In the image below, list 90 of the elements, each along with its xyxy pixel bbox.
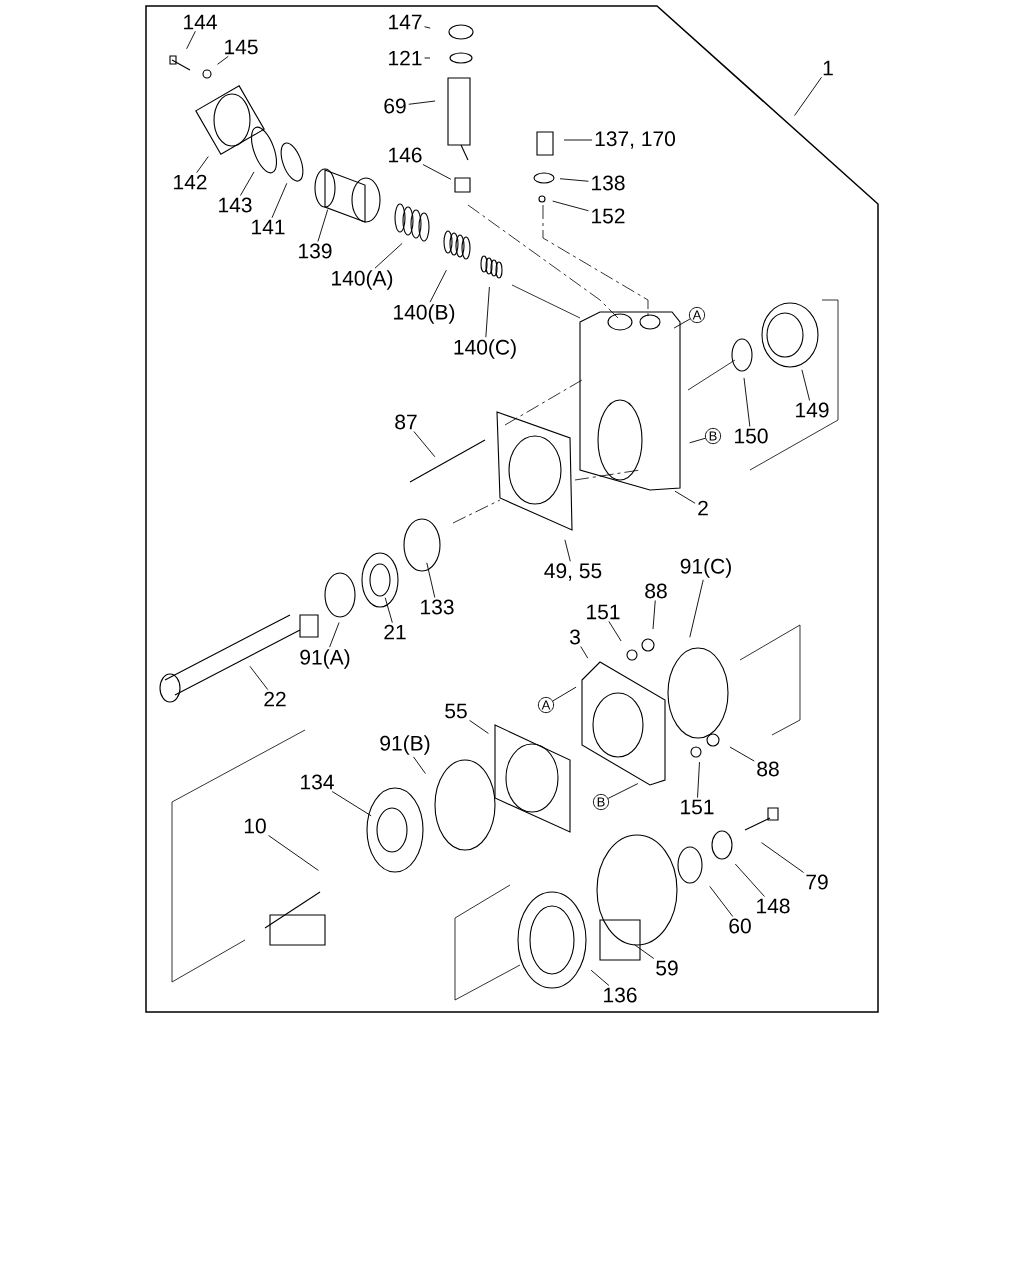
callout-number: 145 <box>225 39 258 55</box>
leader-line <box>674 490 696 504</box>
callout-number: 144 <box>184 14 217 30</box>
leader-line <box>422 164 452 180</box>
callout-number: 10 <box>244 818 266 834</box>
callout-number: 121 <box>389 50 422 66</box>
callout-number: 137, 170 <box>595 131 675 149</box>
callout-number: 21 <box>384 624 406 640</box>
leader-line <box>271 182 288 219</box>
leader-line <box>217 55 229 65</box>
callout-number: 59 <box>656 960 678 976</box>
leader-line <box>673 318 691 329</box>
callout-number: 146 <box>389 147 422 163</box>
callout-number: 141 <box>252 219 285 235</box>
callout-number: 138 <box>592 175 625 191</box>
leader-line <box>608 620 622 642</box>
leader-line <box>689 437 706 444</box>
reference-mark: B <box>592 793 610 811</box>
leader-line <box>552 686 577 702</box>
callout-number: 143 <box>219 197 252 213</box>
leader-line <box>794 76 822 116</box>
leader-line <box>329 622 340 648</box>
leader-line <box>413 756 426 774</box>
callout-number: 139 <box>299 243 332 259</box>
leader-line <box>485 286 490 338</box>
callout-number: 2 <box>698 500 708 516</box>
callout-number: 55 <box>445 703 467 719</box>
leader-line <box>408 100 436 105</box>
leader-line <box>590 969 610 986</box>
leader-line <box>689 579 704 638</box>
callout-number: 1 <box>823 60 833 76</box>
leader-line <box>374 242 403 269</box>
callout-number: 69 <box>384 98 406 114</box>
leader-line <box>426 562 436 598</box>
leader-line <box>331 791 372 817</box>
callout-number: 88 <box>645 583 667 599</box>
leader-line <box>317 209 329 242</box>
callout-number: 140(B) <box>394 304 455 324</box>
leader-line <box>429 269 447 303</box>
leader-line <box>413 431 436 458</box>
leader-line <box>469 719 489 734</box>
leader-line <box>424 57 431 59</box>
leader-line <box>652 600 656 630</box>
leader-line <box>196 156 209 174</box>
callout-number: 79 <box>806 874 828 890</box>
leader-line <box>552 200 589 212</box>
callout-number: 91(B) <box>380 735 430 755</box>
callout-number: 147 <box>389 14 422 30</box>
reference-mark: A <box>688 306 706 324</box>
callout-number: 87 <box>395 414 417 430</box>
leader-line <box>709 885 734 917</box>
callout-number: 140(A) <box>332 270 393 290</box>
leader-line <box>634 944 655 959</box>
leader-line <box>580 646 589 659</box>
leader-line <box>729 746 755 762</box>
callout-number: 148 <box>757 898 790 914</box>
callout-number: 88 <box>757 761 779 777</box>
callout-number: 136 <box>604 987 637 1003</box>
leader-line <box>186 30 196 50</box>
leader-line <box>607 783 639 799</box>
callout-number: 60 <box>729 918 751 934</box>
leader-line <box>384 597 393 624</box>
leader-line <box>249 665 269 691</box>
leader-line <box>743 377 751 427</box>
leader-line <box>734 863 765 897</box>
callout-number: 142 <box>174 174 207 190</box>
leader-line <box>240 171 255 196</box>
callout-number: 140(C) <box>454 339 516 359</box>
leader-line <box>559 178 589 182</box>
callout-number: 152 <box>592 208 625 224</box>
leader-line <box>697 761 700 799</box>
callout-number: 133 <box>421 599 454 615</box>
callout-number: 134 <box>301 774 334 790</box>
callout-number: 91(A) <box>300 649 350 669</box>
leader-line <box>564 539 571 562</box>
callout-number: 149 <box>796 402 829 418</box>
leader-line <box>424 26 431 29</box>
callout-number: 150 <box>735 428 768 444</box>
callout-number: 22 <box>264 691 286 707</box>
callout-number: 3 <box>569 629 580 645</box>
leader-line <box>563 139 593 141</box>
reference-mark: B <box>704 427 722 445</box>
leader-line <box>268 835 319 871</box>
callout-number: 49, 55 <box>544 563 602 581</box>
leader-line <box>761 842 805 873</box>
leader-line <box>801 369 811 401</box>
reference-mark: A <box>537 696 555 714</box>
callout-number: 151 <box>681 799 714 815</box>
callout-number: 91(C) <box>680 558 731 578</box>
callout-number: 151 <box>587 604 620 620</box>
